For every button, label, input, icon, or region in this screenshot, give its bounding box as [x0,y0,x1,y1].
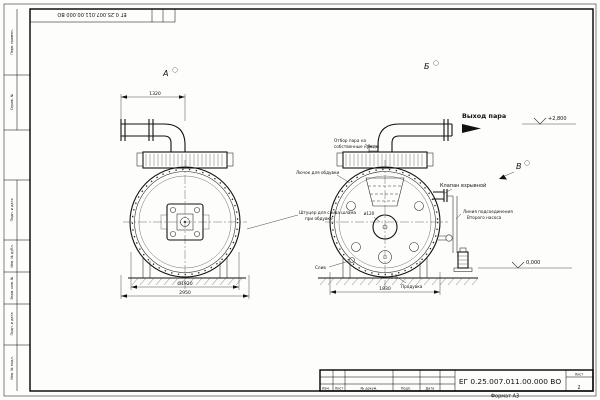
tb-col-data: Дата [426,387,435,391]
view-a: А 1320 Ø1920 [120,67,250,299]
side-label-vzam-inv: Взам. инв. № [10,276,14,299]
dim-1920: Ø1920 [177,280,192,287]
pump-line-line1: Линия подсоединения [463,209,513,214]
side-label-sprav: Справ. № [10,93,14,110]
blowdown-label: Продувка [401,284,423,289]
dim-1830: 1830 [379,286,391,292]
view-b-label: Б [424,62,430,71]
pump-line-line2: Второго насоса [467,215,502,220]
view-b-scale-mark [433,60,439,66]
format-label: Формат А3 [491,394,519,400]
tb-col-list: Лист [335,387,344,391]
view-v-label: В [516,162,522,171]
elev-zero-label: 0,000 [526,260,540,266]
elev-top-label: +2,800 [548,116,567,122]
sludge-line1: Штуцер для слива шлама [299,210,357,215]
tb-col-docnum: № докум. [361,387,378,391]
view-v-scale-mark [524,160,530,166]
hatch-label: Лючок для обдувки [296,170,340,175]
top-doc-number: ЕГ 0.25.007.011.00.000 ВО [57,11,126,17]
side-label-perv-primen: Перв. примен. [10,29,14,54]
tb-sheet-value: 2 [577,385,580,391]
own-needs-line1: Отбор пара на [334,138,366,143]
view-b: Б Выход пара +2,800 Отбор пара на собств… [296,60,576,295]
side-label-inv-dubl: Инв. № дубл. [10,244,14,267]
sludge-line2: при обдувке [305,216,333,221]
dim-hole-label: ø120 [364,211,375,216]
tb-doc-number: ЕГ 0.25.007.011.00.000 ВО [459,377,562,386]
ground-lines [128,277,479,286]
side-label-podp-data-2: Подп. и дата [10,312,14,335]
side-label-podp-data-1: Подп. и дата [10,198,14,221]
sludge-annotation: Штуцер для слива шлама при обдувке [246,210,357,230]
view-a-label: А [162,69,168,78]
tb-col-izm: Изм. [322,387,330,391]
steam-out-label: Выход пара [462,112,506,120]
top-stamp: ЕГ 0.25.007.011.00.000 ВО [29,8,176,23]
own-needs-line2: собственные нужды [334,144,379,149]
dim-1320: 1320 [149,91,161,97]
drain-label: Слив [315,265,326,270]
dim-2950: 2950 [179,290,191,296]
tb-sheet-label: Лист [575,373,584,377]
explosion-valve-label: Клапан взрывной [440,182,486,189]
drawing-frame: Перв. примен. Справ. № Подп. и дата Инв.… [3,3,597,397]
tb-col-podp: Подп. [401,387,411,391]
title-block: Изм. Лист № докум. Подп. Дата ЕГ 0.25.00… [319,369,594,400]
side-label-inv-podl: Инв. № подл. [10,356,14,379]
view-a-scale-mark [172,67,178,73]
steam-out-arrow-icon [462,124,481,133]
view-v-arrow-icon [499,174,507,180]
